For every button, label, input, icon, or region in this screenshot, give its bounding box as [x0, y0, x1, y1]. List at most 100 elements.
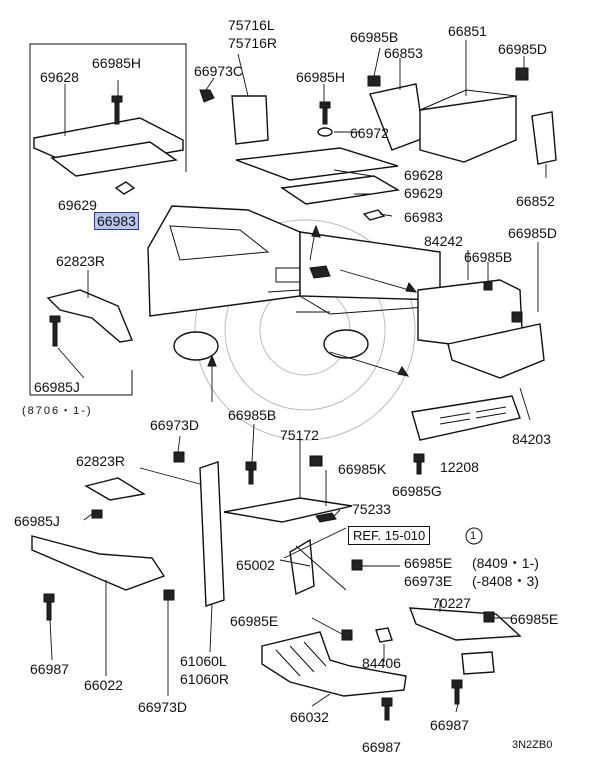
reference-label[interactable]: REF. 15-010 — [348, 526, 431, 545]
bolt-66985k — [309, 455, 323, 467]
bolt-66987-right — [451, 679, 463, 705]
part-label-66985j-bottom: 66985J — [14, 513, 60, 529]
part-label-61060r: 61060R — [180, 671, 230, 687]
undercover-sheet-69629-mid — [280, 175, 401, 205]
part-label-75172: 75172 — [280, 427, 319, 443]
clip-66983-mid — [362, 209, 386, 221]
part-label-62823r-top: 62823R — [56, 253, 106, 269]
undercover-plate-69628-mid — [235, 147, 399, 181]
part-label-69629-left: 69629 — [58, 197, 97, 213]
clip-84406 — [375, 627, 393, 643]
bolt-66985b-bottom — [245, 461, 257, 485]
part-label-66973c: 66973C — [194, 63, 244, 79]
part-label-66987-right: 66987 — [430, 717, 469, 733]
splash-guard-62823r-top — [46, 289, 133, 343]
bolt-66985h-mid — [319, 101, 331, 125]
part-label-69629-mid: 69629 — [404, 185, 443, 201]
clip-66983-left — [114, 181, 136, 195]
hanger — [461, 651, 495, 675]
bracket-65002 — [289, 538, 315, 596]
part-label-69628-left: 69628 — [40, 69, 79, 85]
protector-slots — [439, 406, 507, 425]
part-label-66973d-mid: 66973D — [150, 417, 200, 433]
part-label-66985h-left: 66985H — [92, 55, 142, 71]
part-label-12208: 12208 — [440, 459, 479, 475]
part-label-66987-left: 66987 — [30, 661, 69, 677]
part-label-75716l: 75716L — [228, 17, 275, 33]
range-label-8408: (-8408・3) — [472, 573, 539, 589]
cover-plate-75172 — [223, 497, 353, 523]
part-label-66985h-mid: 66985H — [296, 69, 346, 85]
part-label-66853: 66853 — [384, 45, 423, 61]
bracket-70227 — [408, 607, 522, 641]
diagram-code: 3N2ZB0 — [512, 739, 553, 751]
shield-66032 — [261, 631, 407, 697]
inset-bracket — [29, 43, 187, 396]
part-label-69628-mid: 69628 — [404, 167, 443, 183]
range-label-8706: (8706・1-) — [22, 405, 93, 417]
tank-bracket — [447, 323, 545, 379]
pad-75233 — [315, 512, 337, 523]
bolt-66987-left — [43, 593, 55, 621]
bolt-66985j-left — [49, 315, 61, 347]
part-label-66985j-left: 66985J — [34, 379, 80, 395]
clip-66973c — [199, 89, 215, 103]
part-label-66851: 66851 — [448, 23, 487, 39]
part-label-66985d-top: 66985D — [498, 41, 548, 57]
clip-66973d-bottom — [163, 589, 175, 601]
panel-61060 — [199, 461, 225, 607]
bolt-66985d-right — [511, 311, 523, 323]
part-label-66032: 66032 — [290, 709, 329, 725]
clip-66973d-mid — [173, 451, 185, 463]
part-label-70227: 70227 — [432, 595, 471, 611]
undercover-66022 — [31, 535, 166, 591]
range-label-8409: (8409・1-) — [472, 555, 539, 571]
splash-guard-62823r-bottom — [84, 477, 146, 501]
part-label-66985k: 66985K — [338, 461, 387, 477]
bolt-66985d-top — [515, 67, 529, 81]
part-label-66985b-right: 66985B — [464, 249, 513, 265]
bracket-75716 — [231, 95, 269, 145]
bolt-66985e-ref — [351, 559, 363, 571]
part-label-66985g: 66985G — [392, 483, 442, 499]
part-label-66022: 66022 — [84, 677, 123, 693]
protector-84203 — [411, 395, 521, 441]
part-label-66852: 66852 — [516, 193, 555, 209]
undercover-sheet-69629-left — [50, 141, 178, 177]
part-label-62823r-bottom: 62823R — [76, 453, 126, 469]
part-label-66985d-right: 66985D — [508, 225, 558, 241]
washer-66972 — [317, 127, 333, 137]
bolt-66985j-bottom — [91, 509, 103, 519]
part-label-84203: 84203 — [512, 431, 551, 447]
bracket-66852 — [531, 111, 557, 165]
bolt-66985b-top — [367, 75, 381, 87]
part-label-66972: 66972 — [350, 125, 389, 141]
part-label-66983-highlighted[interactable]: 66983 — [94, 212, 139, 230]
bolt-66985g — [413, 453, 425, 475]
part-label-66973d-bottom: 66973D — [138, 699, 188, 715]
truck-body — [147, 205, 441, 361]
part-label-66985e-right: 66985E — [404, 555, 453, 571]
part-label-66985b-top: 66985B — [350, 29, 399, 45]
part-label-66985b-bottom: 66985B — [228, 407, 277, 423]
bolt-66985h-left — [111, 95, 123, 125]
battery-box-66851 — [419, 95, 517, 163]
leader-lines — [49, 40, 547, 713]
part-label-75716r: 75716R — [228, 35, 278, 51]
part-label-84242: 84242 — [424, 233, 463, 249]
bolt-66985e-left — [341, 629, 353, 641]
part-label-66987-bottom: 66987 — [362, 739, 401, 755]
part-label-65002: 65002 — [236, 557, 275, 573]
bolt-66987-bottom — [381, 697, 393, 721]
part-label-66973e: 66973E — [404, 573, 453, 589]
part-label-66985e-far: 66985E — [510, 611, 559, 627]
part-label-75233: 75233 — [352, 501, 391, 517]
bolt-66985e-far — [483, 611, 495, 623]
bolt-66985b-right — [483, 281, 493, 291]
shield-ribs — [275, 641, 327, 677]
arrow-heads — [207, 224, 418, 377]
part-label-84406: 84406 — [362, 655, 401, 671]
part-label-61060l: 61060L — [180, 653, 227, 669]
